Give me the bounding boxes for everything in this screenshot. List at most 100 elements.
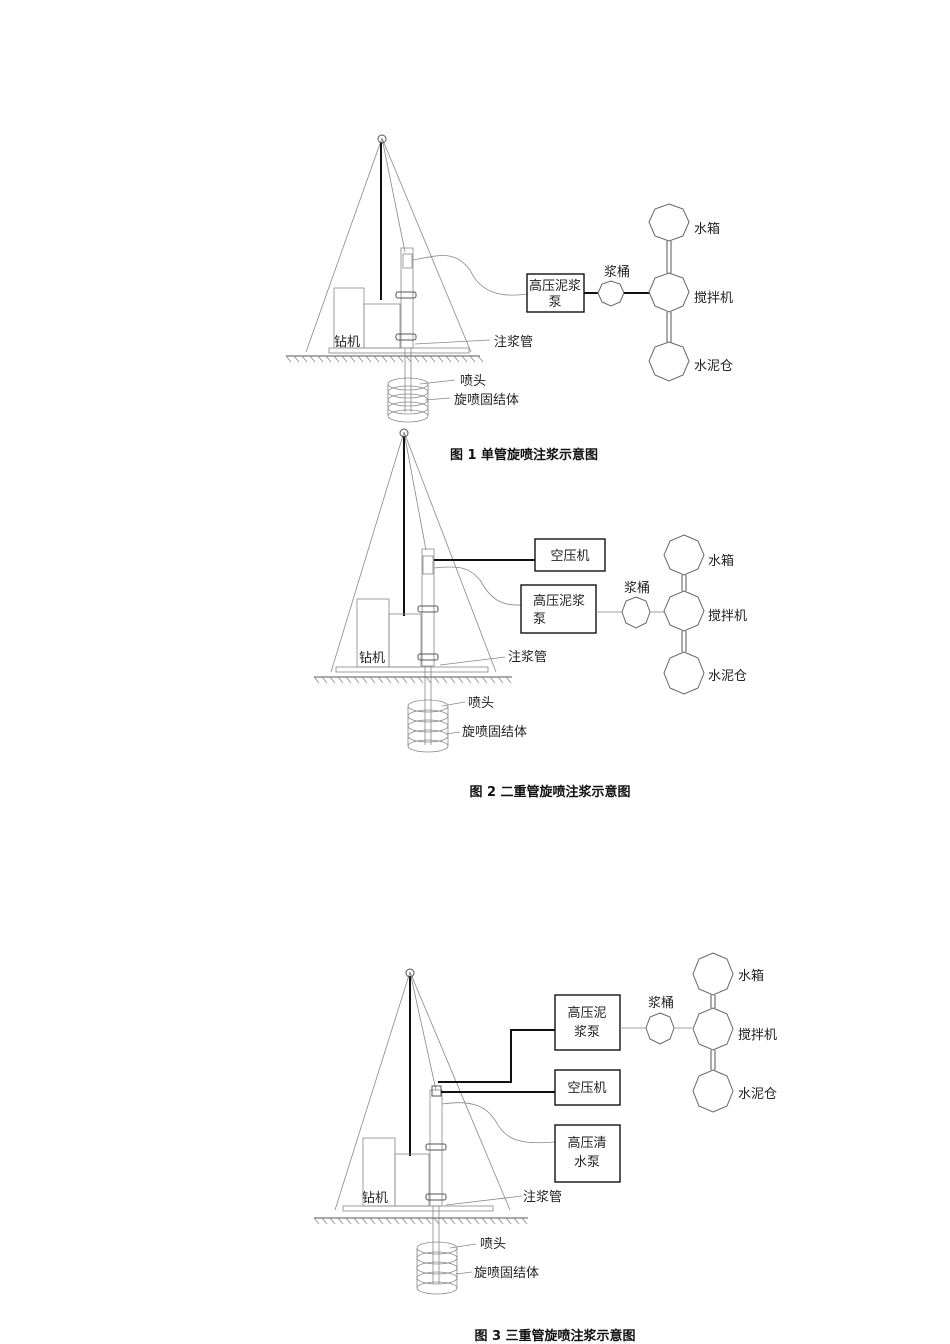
slurry-bucket [597,280,625,307]
hatch-mark [469,355,476,363]
hatch-mark [409,676,416,684]
figure-1: 高压泥浆 泵 钻机 注浆管 喷头 旋喷固结体 浆桶 水箱 搅拌机 水泥仓 图 1… [286,134,733,463]
water-tank-label: 水箱 [694,221,720,237]
hatch-mark [361,676,368,684]
grout-pipe-label: 注浆管 [508,650,547,665]
grout-pipe-column [395,247,417,412]
water-line [441,1102,556,1144]
hatch-mark [313,1217,320,1225]
hatch-mark [285,355,292,363]
mixer-label: 搅拌机 [738,1027,777,1043]
hatch-mark [457,676,464,684]
water-tank [663,534,705,576]
hatch-mark [457,1217,464,1225]
water-tank [648,203,690,242]
hatch-mark [425,1217,432,1225]
drill-derrick [330,428,497,673]
hatch-mark [345,1217,352,1225]
slurry-bucket-label: 浆桶 [604,265,630,280]
hatch-mark [465,676,472,684]
nozzle-label: 喷头 [468,696,494,711]
hatch-mark [381,355,388,363]
hatch-mark [385,676,392,684]
hatch-mark [505,676,512,684]
jet-grouting-body [387,377,429,423]
ground-hatching [285,355,528,1225]
mixer-label: 搅拌机 [694,290,733,306]
slurry-bucket [645,1012,675,1045]
hatch-mark [401,676,408,684]
water-pump-label-1: 高压清 [567,1135,606,1151]
hatch-mark [497,676,504,684]
water-tank-label: 水箱 [738,968,764,984]
cement-silo-label: 水泥仓 [694,359,733,374]
hatch-mark [421,355,428,363]
jet-grouting-body [416,1241,458,1295]
mixer [648,272,690,313]
hatch-mark [365,355,372,363]
cement-silo [663,651,705,695]
water-pump-box [554,1124,621,1183]
water-tank [692,952,734,996]
hatch-mark [325,355,332,363]
hatch-mark [313,676,320,684]
jet-grouting-body [407,699,449,753]
cement-silo-label: 水泥仓 [738,1087,777,1102]
hatch-mark [513,1217,520,1225]
figure-2-caption: 图 2 二重管旋喷注浆示意图 [469,784,630,800]
mixer [692,1007,734,1051]
hatch-mark [449,676,456,684]
slurry-bucket-label: 浆桶 [648,996,674,1011]
nozzle-label: 喷头 [480,1237,506,1252]
hatch-mark [417,676,424,684]
hatch-mark [397,355,404,363]
hatch-mark [473,676,480,684]
grout-pipe-label: 注浆管 [494,335,533,350]
high-pressure-hose [412,255,528,296]
hatch-mark [429,355,436,363]
grout-pipe-column [425,1085,447,1284]
hatch-mark [401,1217,408,1225]
hatch-mark [437,355,444,363]
grout-pump-label-2: 泵 [548,295,561,310]
figure-1-caption: 图 1 单管旋喷注浆示意图 [450,447,598,463]
hatch-mark [345,676,352,684]
hatch-mark [481,1217,488,1225]
nozzle-label: 喷头 [460,374,486,389]
mixer-label: 搅拌机 [708,608,747,624]
hatch-mark [377,1217,384,1225]
hatch-mark [353,1217,360,1225]
jet-body-label: 旋喷固结体 [454,393,519,408]
figure-3: 高压泥 浆泵 空压机 高压清 水泵 钻机 注浆管 喷头 旋喷固结体 浆桶 水箱 … [314,952,777,1344]
hatch-mark [337,676,344,684]
grout-pump-box [520,584,597,634]
grout-pump-label-1: 高压泥浆 [533,593,585,609]
hatch-mark [409,1217,416,1225]
hatch-mark [393,1217,400,1225]
drill-derrick [334,968,511,1211]
grout-pump-label-2: 浆泵 [574,1025,600,1040]
hatch-mark [473,1217,480,1225]
grout-line [438,1029,555,1083]
cement-silo [692,1069,734,1113]
figure-2: 空压机 高压泥浆 泵 钻机 注浆管 喷头 旋喷固结体 浆桶 水箱 搅拌机 水泥仓… [314,428,747,800]
hatch-mark [337,1217,344,1225]
hatch-mark [293,355,300,363]
grout-pump-label-1: 高压泥浆 [529,278,581,294]
hatch-mark [433,1217,440,1225]
hatch-mark [393,676,400,684]
hatch-mark [321,1217,328,1225]
grout-pipe-label: 注浆管 [523,1190,562,1205]
hatch-mark [309,355,316,363]
grout-pipe-column [417,548,439,745]
grout-pump-box [526,273,585,313]
hatch-mark [497,1217,504,1225]
cement-silo [648,341,690,382]
hatch-mark [461,355,468,363]
hatch-mark [465,1217,472,1225]
hatch-mark [321,676,328,684]
rig-label: 钻机 [334,335,360,350]
jet-body-label: 旋喷固结体 [462,725,527,740]
hatch-mark [385,1217,392,1225]
hatch-mark [413,355,420,363]
